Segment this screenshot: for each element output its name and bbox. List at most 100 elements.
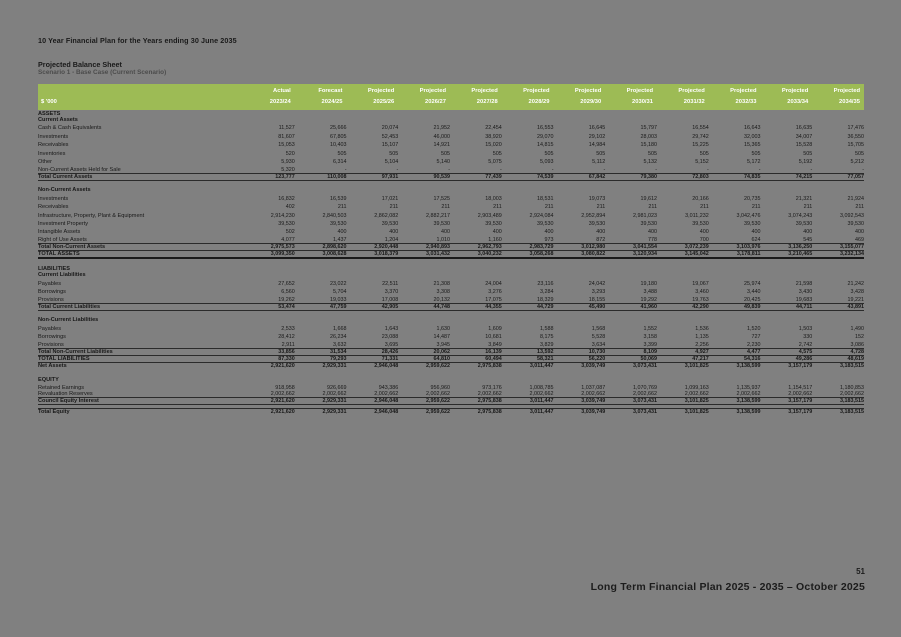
cell-value: 39,530 — [485, 220, 502, 227]
row-label: Non-Current Liabilities — [38, 317, 99, 324]
cell-value — [450, 258, 502, 265]
cell-value — [295, 265, 347, 272]
cell-value — [812, 376, 864, 383]
cell-value: 16,553 — [537, 125, 554, 132]
column-type-2027-28: Projected — [450, 84, 502, 97]
cell-value: 39,530 — [381, 220, 399, 227]
cell-value: 19,180 — [640, 280, 658, 287]
cell-value: 1,135,937 — [736, 385, 761, 392]
cell-value: 6,314 — [333, 158, 347, 165]
cell-value: - — [551, 166, 554, 173]
table-row: Non-Current Assets — [38, 187, 864, 193]
cell-value — [709, 265, 761, 272]
cell-value: 44,748 — [398, 302, 450, 311]
cell-value — [657, 258, 709, 265]
cell-value: 3,428 — [850, 288, 865, 295]
cell-value: 3,073,431 — [605, 362, 657, 370]
row-label: LIABILITIES — [38, 266, 71, 273]
column-type-2032-33: Projected — [708, 84, 761, 97]
cell-value: 3,072,239 — [657, 243, 709, 252]
cell-value: 872 — [596, 237, 606, 244]
cell-value: 8,109 — [605, 348, 657, 356]
row-label: Total Non-Current Assets — [38, 243, 243, 252]
cell-value: 502 — [285, 229, 295, 236]
column-year-2032-33: 2032/33 — [708, 97, 761, 110]
cell-value: 2,959,622 — [398, 362, 450, 370]
cell-value: - — [603, 166, 606, 173]
cell-value: 3,634 — [591, 342, 606, 349]
column-type-2031-32: Projected — [657, 84, 709, 97]
cell-value: 3,178,811 — [708, 250, 761, 260]
cell-value: 3,099,350 — [243, 250, 295, 260]
column-type-2033-34: Projected — [760, 84, 813, 97]
cell-value: 77,439 — [450, 172, 502, 181]
cell-value — [450, 265, 502, 272]
cell-value: 2,533 — [281, 325, 295, 332]
cell-value: 3,284 — [540, 288, 554, 295]
cell-value: 39,530 — [744, 220, 761, 227]
cell-value: 3,101,825 — [657, 397, 709, 406]
cell-value: 2,929,331 — [294, 408, 347, 416]
cell-value: 3,155,077 — [812, 243, 864, 252]
cell-value — [709, 369, 761, 376]
cell-value: 400 — [751, 229, 761, 236]
cell-value: 3,011,447 — [501, 397, 554, 406]
cell-value: 50,069 — [605, 355, 657, 364]
cell-value: 110,008 — [294, 172, 347, 181]
cell-value — [347, 258, 399, 265]
cell-value: 3,101,825 — [657, 362, 709, 370]
cell-value: 16,554 — [692, 125, 709, 132]
cell-value — [761, 369, 813, 376]
cell-value: 211 — [337, 204, 347, 211]
cell-value: 2,975,838 — [450, 397, 502, 406]
cell-value: 6,560 — [281, 288, 295, 295]
cell-value: 18,003 — [485, 195, 502, 202]
cell-value: 10,730 — [553, 348, 606, 356]
cell-value — [812, 265, 864, 272]
cell-value: 15,107 — [381, 142, 399, 149]
cell-value: 71,331 — [346, 355, 399, 364]
cell-value: 19,612 — [640, 195, 658, 202]
cell-value: 1,643 — [384, 325, 399, 332]
cell-value: 5,152 — [695, 158, 709, 165]
cell-value: 21,924 — [847, 195, 865, 202]
cell-value: 15,225 — [692, 142, 709, 149]
cell-value: 87,330 — [243, 355, 295, 364]
cell-value — [657, 180, 709, 187]
cell-value: 3,011,447 — [501, 362, 554, 370]
cell-value: 16,645 — [588, 125, 606, 132]
cell-value — [761, 258, 813, 265]
cell-value: 973,176 — [482, 385, 502, 392]
cell-value: 24,004 — [485, 280, 502, 287]
cell-value: 67,805 — [330, 133, 347, 140]
cell-value: 39,530 — [433, 220, 451, 227]
cell-value: 2,983,729 — [501, 243, 554, 252]
column-year-2030-31: 2030/31 — [605, 97, 657, 110]
cell-value — [812, 180, 864, 187]
cell-value: 3,012,980 — [553, 243, 606, 252]
spacer-row — [38, 180, 864, 187]
cell-value: 3,488 — [643, 288, 658, 295]
column-year-2023-24: 2023/24 — [243, 97, 295, 110]
cell-value: 3,293 — [591, 288, 606, 295]
cell-value: 39,530 — [692, 220, 709, 227]
cell-value: 3,183,515 — [812, 397, 864, 406]
cell-value: 1,552 — [643, 325, 658, 332]
cell-value: 943,386 — [378, 385, 399, 392]
column-year-2028-29: 2028/29 — [501, 97, 554, 110]
cell-value — [605, 110, 657, 117]
cell-value: 3,232,134 — [812, 250, 864, 260]
cell-value: 1,536 — [695, 325, 709, 332]
cell-value — [657, 265, 709, 272]
cell-value — [554, 376, 606, 383]
cell-value — [502, 310, 554, 317]
cell-value — [450, 180, 502, 187]
cell-value — [812, 258, 864, 265]
row-label: Net Assets — [38, 362, 243, 370]
row-label: Non-Current Assets Held for Sale — [38, 166, 121, 173]
